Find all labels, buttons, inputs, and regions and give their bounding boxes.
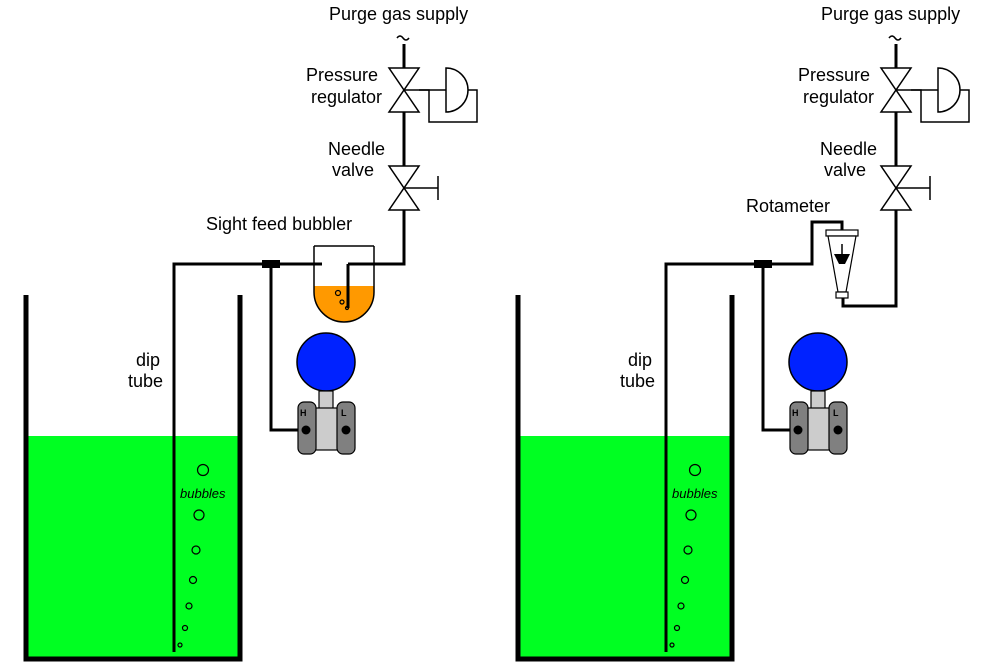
bubbles — [177, 463, 210, 648]
pressure-regulator-icon — [879, 67, 970, 123]
port-l-label: L — [833, 408, 839, 418]
pipe-needle-to-bubbler — [348, 210, 406, 266]
vessel-liquid — [26, 436, 240, 658]
purge-gas-supply-label: Purge gas supply — [821, 4, 960, 24]
supply-tilde-icon — [888, 35, 902, 41]
regulator-label: regulator — [311, 87, 382, 107]
purge-gas-supply-label: Purge gas supply — [329, 4, 468, 24]
dp-transmitter: H L — [788, 332, 848, 455]
dip-label: dip — [628, 350, 652, 370]
tee-fitting — [754, 260, 772, 268]
pipe-rotameter-to-diptube — [664, 220, 844, 652]
bubbles — [669, 463, 702, 648]
tee-fitting — [262, 260, 280, 268]
sight-feed-bubbler-label: Sight feed bubbler — [206, 214, 352, 234]
dp-transmitter: H L — [296, 332, 356, 455]
sight-feed-bubbler-icon — [313, 245, 375, 323]
gauge-face — [296, 332, 356, 392]
dip-label: dip — [136, 350, 160, 370]
port-h-label: H — [792, 408, 799, 418]
pipe-tee-to-transmitter — [269, 268, 302, 432]
bubbles-label: bubbles — [180, 486, 226, 501]
gauge-face — [788, 332, 848, 392]
pressure-label: Pressure — [798, 65, 870, 85]
pressure-label: Pressure — [306, 65, 378, 85]
left-system: H L Purge gas supply Pressure regulator … — [23, 4, 478, 662]
needle-label: Needle — [328, 139, 385, 159]
regulator-label: regulator — [803, 87, 874, 107]
pipe-tee-to-transmitter — [761, 268, 794, 432]
port-l-label: L — [341, 408, 347, 418]
supply-tilde-icon — [396, 35, 410, 41]
bubbles-label: bubbles — [672, 486, 718, 501]
vessel-liquid — [518, 436, 732, 658]
tube-label: tube — [128, 371, 163, 391]
needle-valve-icon — [387, 165, 439, 211]
needle-valve-icon — [879, 165, 931, 211]
rotameter-label: Rotameter — [746, 196, 830, 216]
valve-label: valve — [824, 160, 866, 180]
port-h-label: H — [300, 408, 307, 418]
tube-label: tube — [620, 371, 655, 391]
needle-label: Needle — [820, 139, 877, 159]
vessel-wall — [23, 295, 243, 662]
rotameter-icon — [825, 229, 859, 299]
valve-label: valve — [332, 160, 374, 180]
pipe-needle-to-rotameter — [841, 210, 898, 308]
pressure-regulator-icon — [387, 67, 478, 123]
right-system: H L Purge gas supply Pressure regulator … — [515, 4, 970, 662]
vessel-wall — [515, 295, 735, 662]
